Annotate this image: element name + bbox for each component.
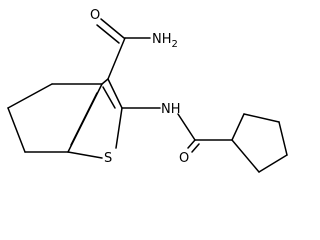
bond-cyp-3 xyxy=(278,121,288,156)
molecule-drawing: O NH2 NH S O xyxy=(7,8,288,173)
nh-label: NH xyxy=(161,102,181,117)
bond-cp-left-bottom xyxy=(7,107,26,153)
bond-co2-o-2 xyxy=(191,143,200,153)
nh2-label-subscript: 2 xyxy=(172,39,178,50)
bond-c3-c2-inner xyxy=(102,86,116,109)
bond-c3-co xyxy=(107,37,126,80)
nh2-label-main: NH xyxy=(152,32,172,47)
bond-co-o-1 xyxy=(100,18,125,39)
bond-cp-left-side xyxy=(7,83,53,109)
bond-thio-top xyxy=(101,78,109,85)
bond-fusion-inner xyxy=(70,92,98,146)
oxygen-label-top: O xyxy=(90,8,100,23)
bond-co2-o-1 xyxy=(187,139,196,149)
molecule-canvas: O NH2 NH S O xyxy=(7,8,288,173)
atom-labels: O NH2 NH S O xyxy=(90,8,189,166)
nh2-label: NH2 xyxy=(152,32,178,50)
bond-c2-s xyxy=(115,107,123,149)
oxygen-label-bottom: O xyxy=(179,151,189,166)
bond-cyp-5 xyxy=(231,139,260,173)
bond-cyp-4 xyxy=(258,154,288,173)
bond-s-c6a xyxy=(67,151,103,159)
bond-c3-c2 xyxy=(107,78,123,109)
bond-co-o-2 xyxy=(96,24,120,44)
sulfur-label: S xyxy=(104,151,112,166)
bond-cyp-2 xyxy=(243,113,280,123)
bond-cyp-1 xyxy=(231,113,245,141)
bond-nh-co xyxy=(177,113,196,141)
bond-lines xyxy=(7,18,288,173)
